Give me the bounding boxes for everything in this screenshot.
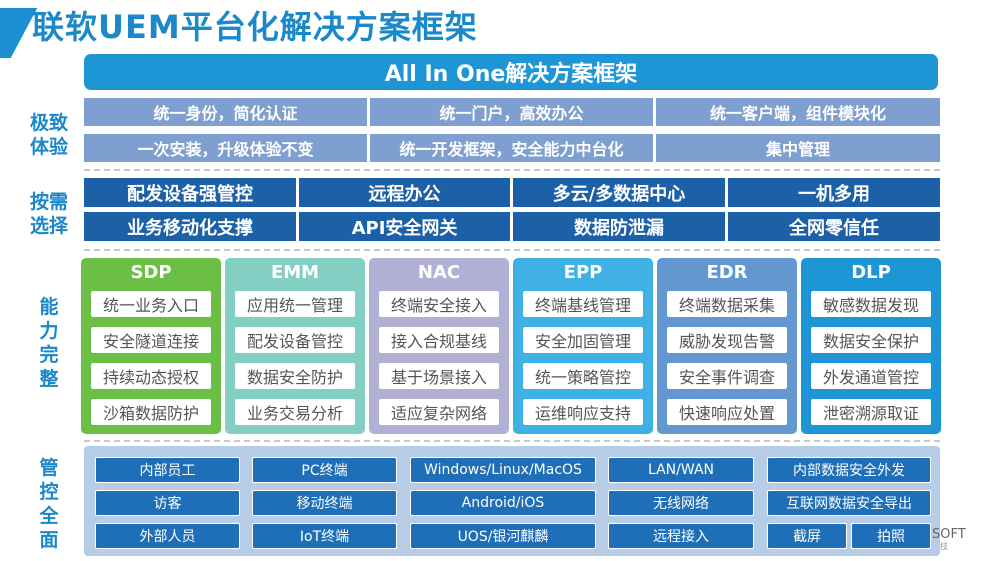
column-item: 终端数据采集: [667, 291, 787, 317]
experience-item: 集中管理: [656, 134, 940, 162]
section-divider: [84, 440, 940, 442]
column-header: EMM: [270, 262, 320, 283]
column-item: 泄密溯源取证: [811, 399, 931, 425]
column-item: 运维响应支持: [523, 399, 643, 425]
brand-logo-subtext: 技: [940, 542, 948, 551]
capability-column-epp: EPP 终端基线管理 安全加固管理 统一策略管控 运维响应支持: [513, 258, 653, 434]
column-item: 业务交易分析: [235, 399, 355, 425]
section-divider: [84, 169, 940, 171]
user-type-item: 访客: [95, 490, 240, 516]
demand-item: 远程办公: [299, 178, 510, 207]
network-type-item: 远程接入: [608, 523, 754, 549]
side-label-char: 全: [39, 505, 59, 527]
experience-item: 统一开发框架，安全能力中台化: [370, 134, 653, 162]
column-header: NAC: [417, 262, 461, 283]
column-item: 数据安全防护: [235, 363, 355, 389]
column-item: 快速响应处置: [667, 399, 787, 425]
column-item: 持续动态授权: [91, 363, 211, 389]
capability-column-emm: EMM 应用统一管理 配发设备管控 数据安全防护 业务交易分析: [225, 258, 365, 434]
demand-item: 一机多用: [728, 178, 940, 207]
column-item: 基于场景接入: [379, 363, 499, 389]
demand-item: 全网零信任: [728, 212, 940, 241]
network-type-item: 无线网络: [608, 490, 754, 516]
side-label-char: 按需: [29, 191, 68, 213]
column-item: 应用统一管理: [235, 291, 355, 317]
user-type-item: 内部员工: [95, 457, 240, 483]
side-label-char: 控: [39, 481, 59, 503]
demand-item: 数据防泄漏: [513, 212, 725, 241]
column-item: 终端安全接入: [379, 291, 499, 317]
column-item: 外发通道管控: [811, 363, 931, 389]
side-label-char: 选择: [29, 215, 68, 237]
brand-logo-text: SOFT: [932, 527, 966, 542]
terminal-type-item: PC终端: [252, 457, 397, 483]
user-type-item: 外部人员: [95, 523, 240, 549]
column-header: EDR: [706, 262, 748, 283]
side-label-control: 管 控 全 面: [26, 456, 72, 552]
side-label-char: 能: [39, 296, 59, 318]
side-label-capability: 能 力 完 整: [26, 295, 72, 391]
column-item: 统一策略管控: [523, 363, 643, 389]
experience-item: 统一身份，简化认证: [84, 98, 367, 126]
side-label-char: 力: [39, 320, 59, 342]
demand-item: 配发设备强管控: [84, 178, 296, 207]
experience-item: 统一门户，高效办公: [370, 98, 653, 126]
data-control-item: 截屏: [767, 523, 847, 549]
column-item: 数据安全保护: [811, 327, 931, 353]
side-label-char: 整: [39, 368, 59, 390]
capability-column-sdp: SDP 统一业务入口 安全隧道连接 持续动态授权 沙箱数据防护: [81, 258, 221, 434]
column-item: 接入合规基线: [379, 327, 499, 353]
column-item: 沙箱数据防护: [91, 399, 211, 425]
experience-item: 一次安装，升级体验不变: [84, 134, 367, 162]
section-divider: [84, 249, 940, 251]
demand-item: API安全网关: [299, 212, 510, 241]
column-header: DLP: [851, 262, 891, 283]
side-label-char: 面: [39, 529, 59, 551]
data-control-item: 拍照: [851, 523, 931, 549]
column-item: 安全隧道连接: [91, 327, 211, 353]
side-label-char: 管: [39, 457, 59, 479]
side-label-demand: 按需 选择: [26, 190, 72, 238]
column-item: 敏感数据发现: [811, 291, 931, 317]
side-label-char: 完: [39, 344, 59, 366]
column-item: 配发设备管控: [235, 327, 355, 353]
side-label-char: 体验: [29, 136, 68, 158]
terminal-type-item: IoT终端: [252, 523, 397, 549]
os-type-item: UOS/银河麒麟: [410, 523, 596, 549]
column-item: 安全事件调查: [667, 363, 787, 389]
column-item: 安全加固管理: [523, 327, 643, 353]
side-label-char: 极致: [29, 112, 68, 134]
os-type-item: Windows/Linux/MacOS: [410, 457, 596, 483]
data-control-item: 内部数据安全外发: [767, 457, 931, 483]
column-item: 统一业务入口: [91, 291, 211, 317]
column-header: SDP: [130, 262, 172, 283]
column-item: 适应复杂网络: [379, 399, 499, 425]
os-type-item: Android/iOS: [410, 490, 596, 516]
terminal-type-item: 移动终端: [252, 490, 397, 516]
page-title: 联软UEM平台化解决方案框架: [32, 8, 478, 46]
experience-item: 统一客户端，组件模块化: [656, 98, 940, 126]
demand-item: 多云/多数据中心: [513, 178, 725, 207]
demand-item: 业务移动化支撑: [84, 212, 296, 241]
capability-column-nac: NAC 终端安全接入 接入合规基线 基于场景接入 适应复杂网络: [369, 258, 509, 434]
side-label-experience: 极致 体验: [26, 111, 72, 159]
column-item: 终端基线管理: [523, 291, 643, 317]
all-in-one-banner: All In One解决方案框架: [84, 54, 938, 90]
column-header: EPP: [563, 262, 603, 283]
network-type-item: LAN/WAN: [608, 457, 754, 483]
capability-column-edr: EDR 终端数据采集 威胁发现告警 安全事件调查 快速响应处置: [657, 258, 797, 434]
column-item: 威胁发现告警: [667, 327, 787, 353]
data-control-item: 互联网数据安全导出: [767, 490, 931, 516]
capability-column-dlp: DLP 敏感数据发现 数据安全保护 外发通道管控 泄密溯源取证: [801, 258, 941, 434]
